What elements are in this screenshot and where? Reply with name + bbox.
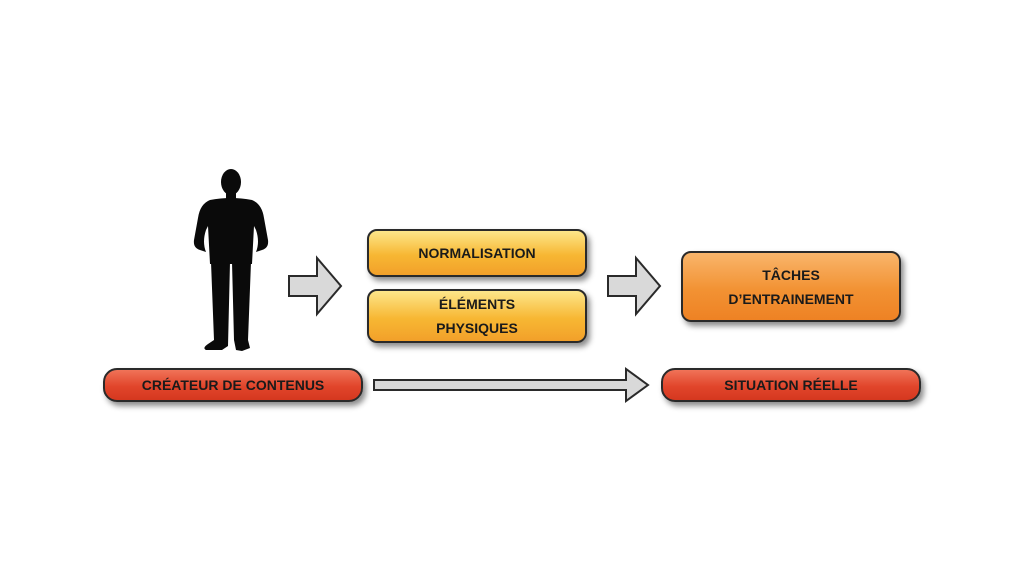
situation-label: SITUATION RÉELLE (724, 377, 858, 393)
normalisation-box: NORMALISATION (367, 229, 587, 277)
right-arrow-icon (607, 255, 662, 317)
taches-entrainement-box: TÂCHES D’ENTRAINEMENT (681, 251, 901, 322)
taches-label-line1: TÂCHES (762, 266, 820, 283)
elements-physiques-box: ÉLÉMENTS PHYSIQUES (367, 289, 587, 343)
right-arrow-icon (288, 255, 343, 317)
taches-label-line2: D’ENTRAINEMENT (728, 290, 854, 307)
elements-label-line2: PHYSIQUES (436, 320, 518, 336)
person-silhouette-icon (193, 169, 269, 351)
createur-label: CRÉATEUR DE CONTENUS (141, 377, 325, 393)
normalisation-label: NORMALISATION (418, 245, 536, 261)
elements-label-line1: ÉLÉMENTS (438, 296, 516, 312)
createur-contenus-box: CRÉATEUR DE CONTENUS (103, 368, 363, 402)
situation-reelle-box: SITUATION RÉELLE (661, 368, 921, 402)
long-right-arrow-icon (373, 367, 650, 403)
